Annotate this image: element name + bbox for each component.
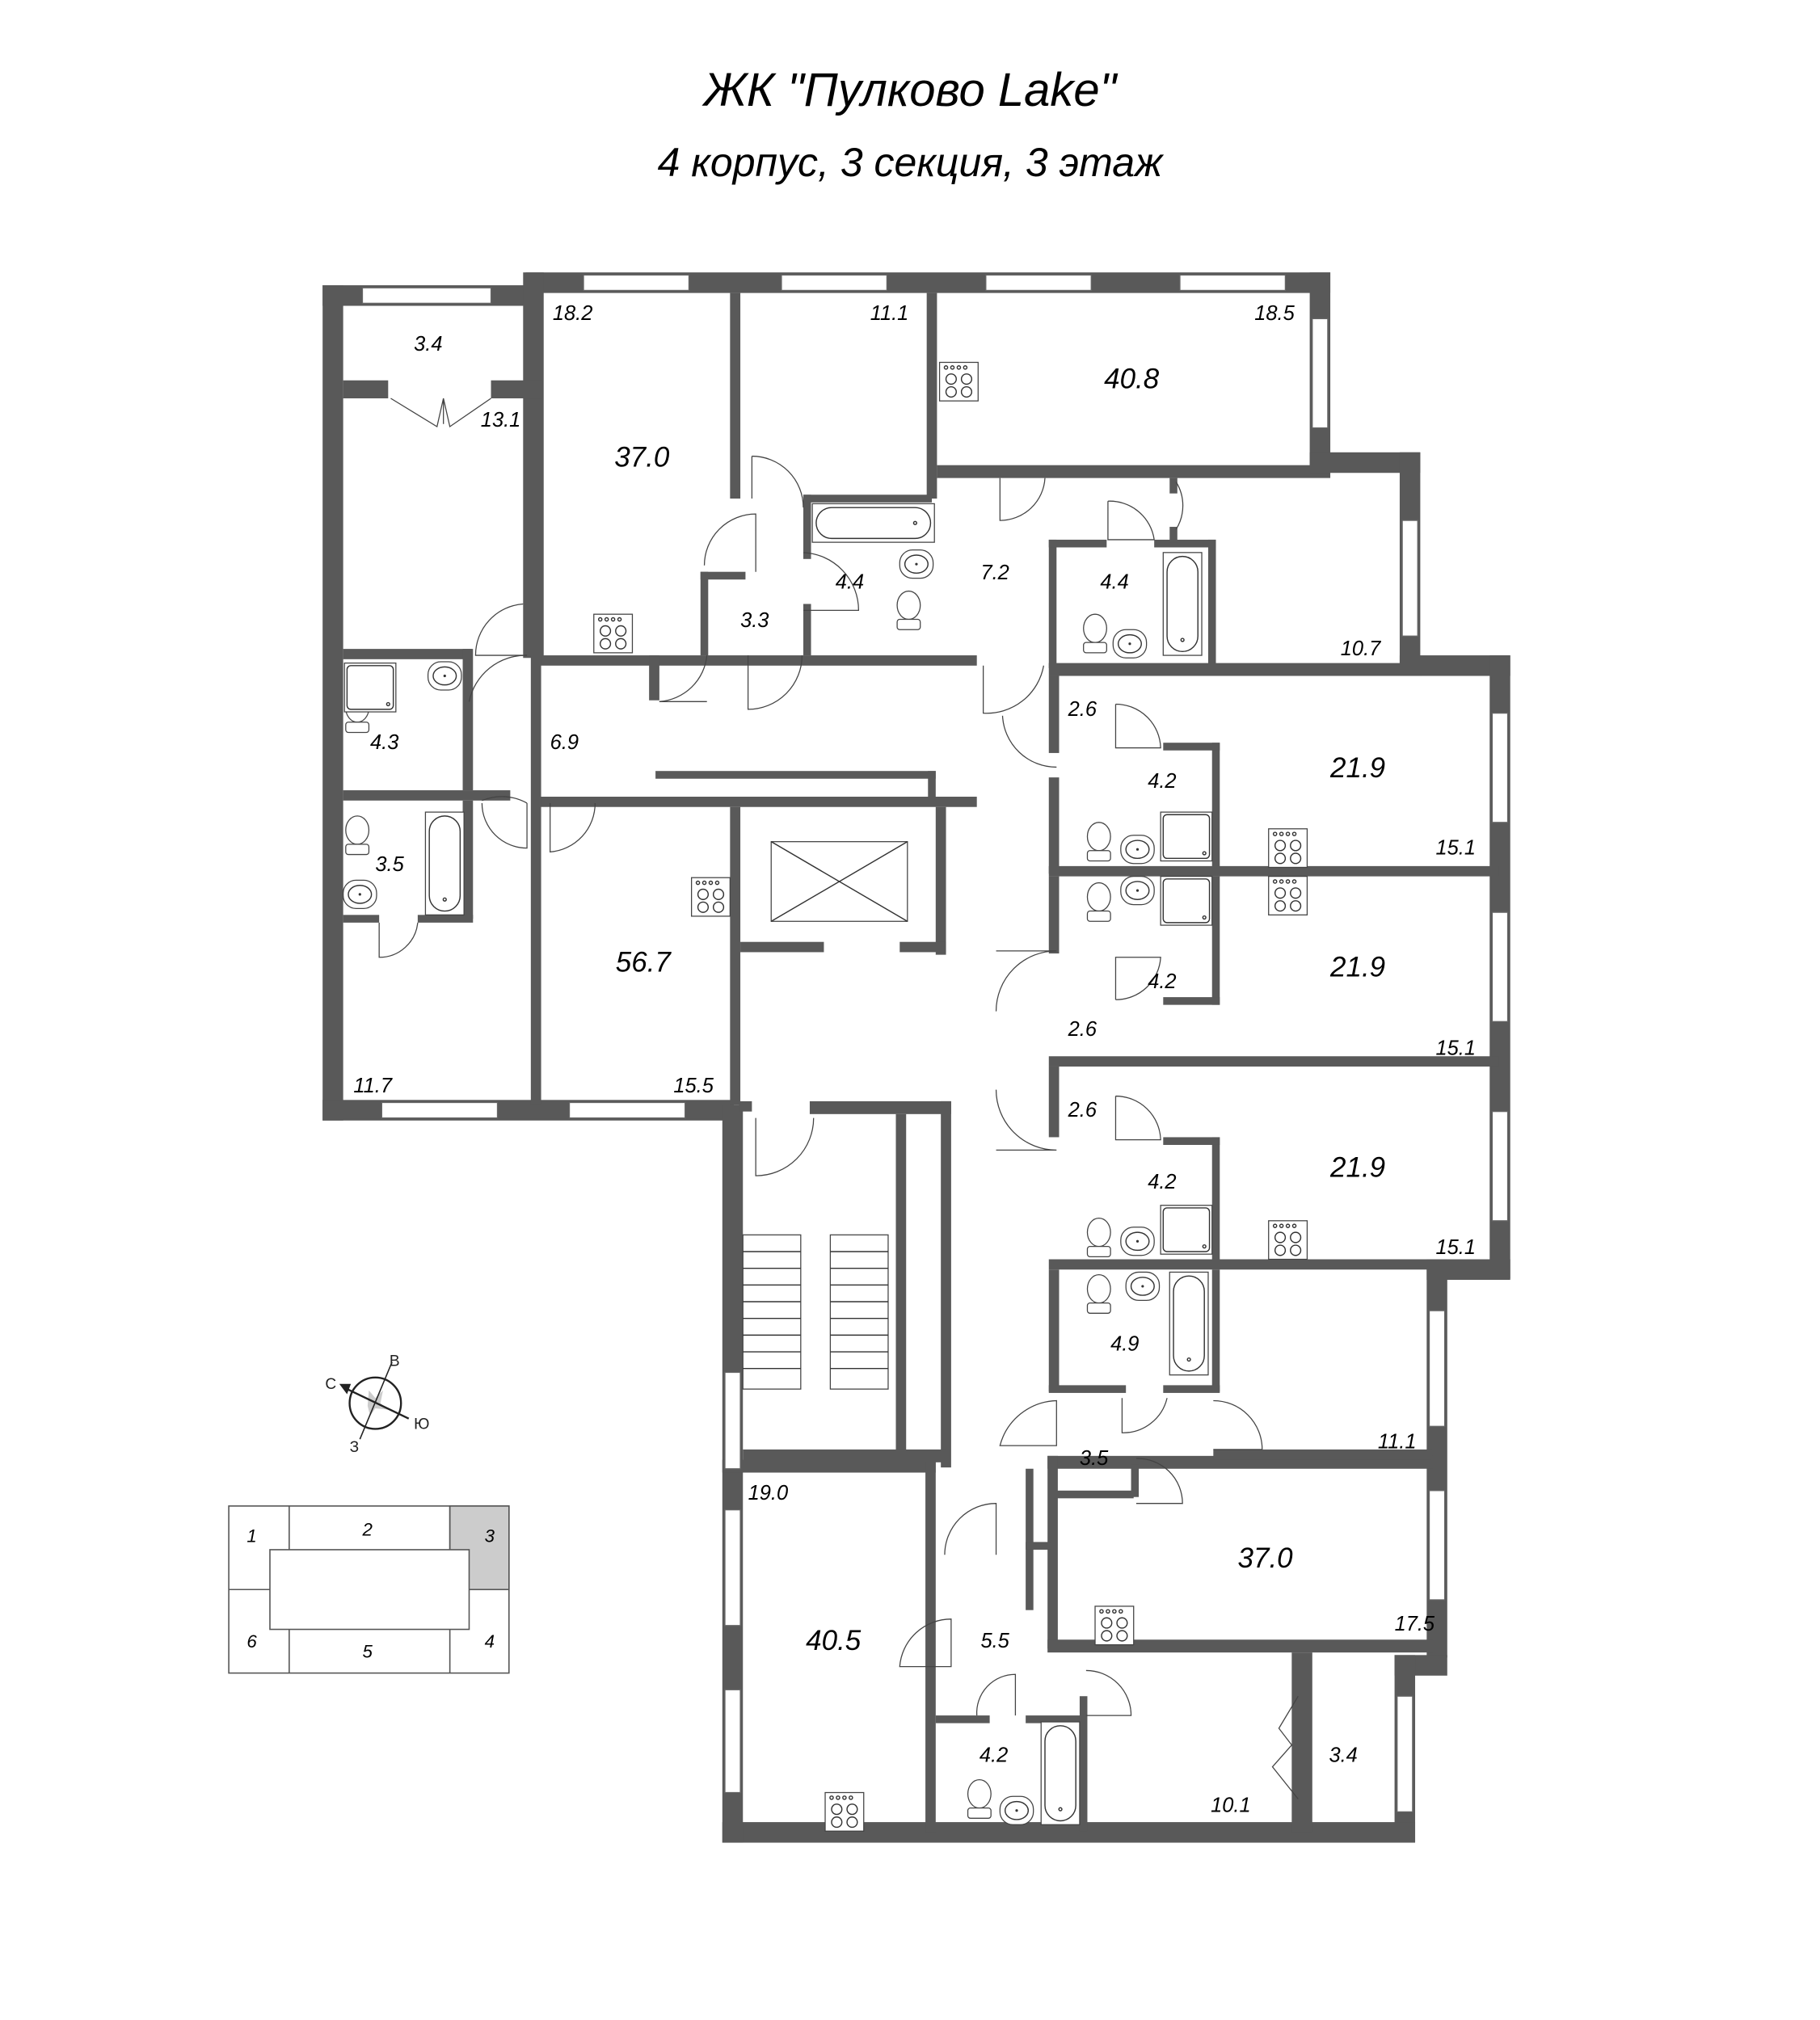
sink-icon (427, 661, 462, 691)
bathroom-area: 4.2 (980, 1744, 1008, 1766)
room-area: 11.1 (1378, 1430, 1417, 1453)
sink-icon (1125, 1271, 1161, 1302)
key-section-label: 4 (485, 1631, 495, 1652)
room-area: 13.1 (481, 409, 521, 431)
toilet-icon (1086, 822, 1111, 862)
key-section-label: 6 (246, 1631, 257, 1652)
toilet-icon (1086, 1217, 1111, 1257)
bathtub-icon (1162, 552, 1203, 656)
stove-icon (1094, 1605, 1135, 1646)
bathtub-icon (424, 811, 465, 916)
key-plan: 1 2 3 4 5 6 (228, 1505, 510, 1674)
sink-icon (999, 1795, 1034, 1826)
stove-icon (593, 613, 634, 654)
compass-west-label: З (350, 1439, 360, 1456)
sink-icon (1120, 1226, 1155, 1256)
sink-icon (342, 879, 377, 910)
room-area: 15.1 (1435, 837, 1476, 860)
sink-icon (1120, 875, 1155, 906)
key-section-label: 3 (485, 1526, 495, 1546)
apartment-total-area: 37.0 (1238, 1542, 1294, 1574)
apartment-total-area: 21.9 (1329, 952, 1385, 983)
bathroom-area: 4.2 (1148, 770, 1176, 793)
sink-icon (899, 549, 934, 579)
toilet-icon (345, 815, 370, 856)
room-area: 15.1 (1435, 1037, 1476, 1060)
key-section-label: 2 (361, 1519, 373, 1539)
bathroom-area: 4.4 (836, 570, 864, 593)
stove-icon (1268, 875, 1308, 916)
shower-tray-icon (343, 662, 397, 713)
shower-tray-icon (1160, 1205, 1213, 1255)
area-labels: 18.2 37.0 3.4 13.1 3.3 4.4 11.1 40.8 18.… (353, 302, 1476, 1816)
hall-area: 7.2 (980, 562, 1009, 584)
apartment-total-area: 21.9 (1329, 752, 1385, 784)
hall-area: 5.5 (980, 1630, 1009, 1652)
sink-icon (1120, 834, 1155, 865)
elevator-shaft-icon (770, 841, 908, 922)
shower-tray-icon (1160, 875, 1213, 926)
toilet-icon (1086, 882, 1111, 922)
fixtures (342, 361, 1308, 1832)
room-area: 15.1 (1435, 1236, 1476, 1259)
stove-icon (1268, 828, 1308, 869)
room-area: 17.5 (1395, 1613, 1435, 1635)
room-area: 11.7 (353, 1075, 392, 1097)
hall-area: 6.9 (550, 731, 579, 754)
stove-icon (1268, 1220, 1308, 1260)
bathtub-icon (1040, 1721, 1081, 1825)
compass-south-label: Ю (414, 1416, 429, 1433)
bathtub-icon (811, 503, 935, 543)
hall-area: 2.6 (1068, 1018, 1097, 1041)
hall-area: 2.6 (1068, 1099, 1097, 1122)
windows (361, 274, 1509, 1813)
balcony-area: 3.4 (1329, 1744, 1357, 1766)
toilet-icon (896, 590, 921, 630)
room-area: 18.5 (1254, 302, 1295, 325)
bathroom-area: 3.5 (375, 853, 404, 876)
room-area: 11.1 (870, 302, 909, 325)
bathroom-area: 4.3 (370, 731, 398, 754)
apartment-total-area: 21.9 (1329, 1152, 1385, 1184)
bathtub-icon (1169, 1271, 1209, 1376)
balcony-area: 3.4 (414, 333, 442, 356)
apartment-total-area: 40.8 (1104, 363, 1160, 394)
compass-icon: С В Ю З (325, 1353, 429, 1457)
compass-north-label: С (325, 1376, 336, 1393)
room-area: 18.2 (553, 302, 593, 325)
bathroom-area: 4.2 (1148, 970, 1176, 993)
bathroom-area: 4.9 (1110, 1332, 1139, 1355)
stove-icon (690, 877, 731, 917)
hall-area: 3.5 (1080, 1447, 1109, 1470)
toilet-icon (1083, 613, 1107, 654)
stairs-icon (742, 1234, 889, 1390)
stove-icon (824, 1791, 865, 1832)
shower-tray-icon (1160, 811, 1213, 862)
room-area: 10.7 (1341, 638, 1381, 660)
apartment-total-area: 37.0 (614, 441, 670, 473)
doors (378, 398, 1299, 1799)
toilet-icon (1086, 1273, 1111, 1314)
room-area: 15.5 (673, 1075, 714, 1097)
complex-title: ЖК "Пулково Lake" (703, 64, 1117, 116)
stove-icon (938, 361, 980, 402)
room-area: 10.1 (1211, 1794, 1251, 1816)
bathroom-area: 4.2 (1148, 1171, 1176, 1193)
apartment-total-area: 56.7 (616, 946, 672, 978)
apartment-total-area: 40.5 (806, 1625, 862, 1656)
key-section-label: 5 (362, 1642, 373, 1662)
floor-subtitle: 4 корпус, 3 секция, 3 этаж (657, 140, 1163, 185)
room-area: 19.0 (748, 1482, 789, 1504)
toilet-icon (967, 1778, 992, 1819)
compass-east-label: В (390, 1353, 400, 1370)
hall-area: 2.6 (1068, 698, 1097, 721)
key-section-label: 1 (246, 1526, 256, 1546)
sink-icon (1112, 629, 1148, 659)
hall-area: 3.3 (740, 609, 769, 632)
bathroom-area: 4.4 (1100, 570, 1128, 593)
